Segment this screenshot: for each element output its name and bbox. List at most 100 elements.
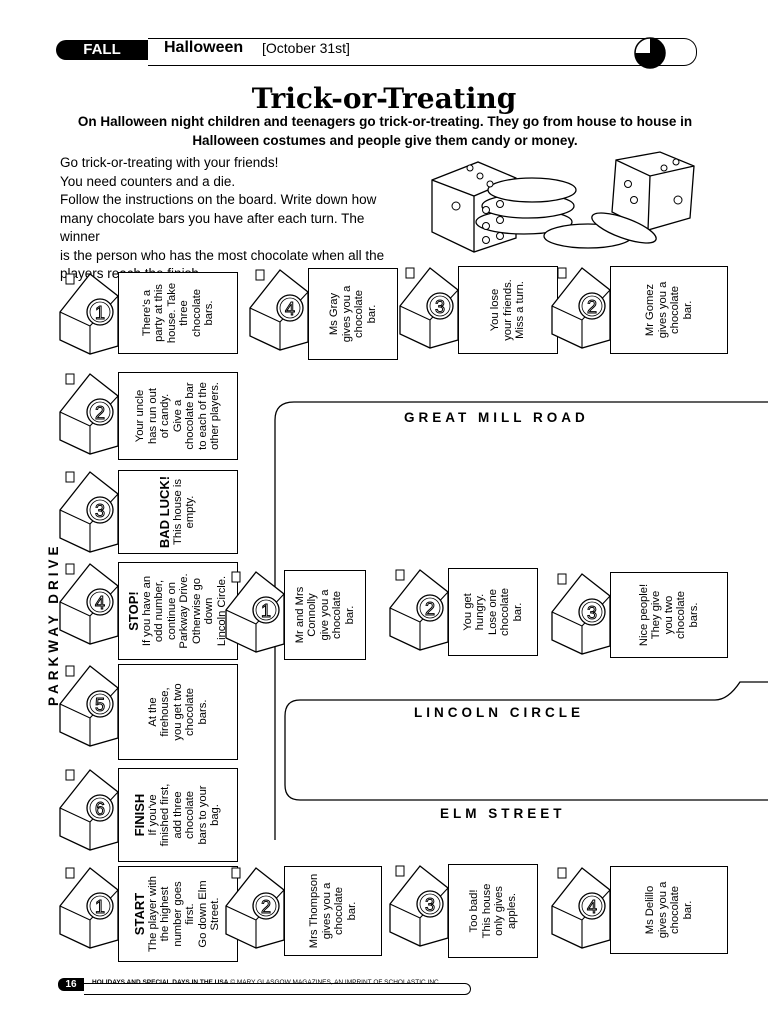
house-icon: 3 <box>59 471 119 553</box>
square-line: gives you a <box>656 881 669 939</box>
square-line: Give a <box>171 399 184 433</box>
intro-text: On Halloween night children and teenager… <box>77 114 693 148</box>
square-line: This house <box>480 883 493 939</box>
square-line: chocolate <box>669 286 681 334</box>
house-number: 4 <box>587 897 597 917</box>
square-line: odd number, <box>153 579 165 643</box>
instruction-line: is the person who has the most chocolate… <box>60 247 385 263</box>
house-icon: 3 <box>399 267 459 349</box>
square-line: Connolly <box>306 593 319 637</box>
square-line: only gives <box>493 886 505 936</box>
elm-street-label: ELM STREET <box>440 806 566 821</box>
square-line: continue on <box>165 582 178 640</box>
square-line: Too bad! <box>468 889 480 933</box>
square-line: house. Take <box>165 282 178 344</box>
house-icon: 2 <box>225 867 285 949</box>
square-line: Miss a turn. <box>514 281 527 339</box>
clock-icon <box>634 37 666 69</box>
square-line: chocolate <box>190 289 203 337</box>
square-line: bar. <box>365 304 378 324</box>
house-icon: 4 <box>551 867 611 949</box>
instruction-line: Go trick-or-treating with your friends! <box>60 155 279 170</box>
footer-title: HOLIDAYS AND SPECIAL DAYS IN THE USA <box>92 979 229 986</box>
square-line: Ms Gray <box>328 292 340 336</box>
square-line: bar. <box>345 901 358 921</box>
house-number: 3 <box>587 603 597 623</box>
page-title: Trick-or-Treating <box>251 82 517 115</box>
footer-text: HOLIDAYS AND SPECIAL DAYS IN THE USA © M… <box>92 979 441 986</box>
square-line: firehouse, <box>159 687 172 737</box>
square-line: There's a <box>140 289 153 337</box>
square-line: has run out <box>146 388 159 444</box>
square-line: hungry. <box>474 593 487 631</box>
square-line: bar. <box>681 900 694 920</box>
header-band <box>148 38 697 66</box>
square-line: Parkway Drive. <box>178 573 190 649</box>
square-line: chocolate <box>675 591 688 639</box>
square-line: you get two <box>171 683 184 741</box>
square-line: bag. <box>209 804 222 826</box>
instruction-line: Follow the instructions on the board. Wr… <box>60 192 377 207</box>
square-line: give you a <box>318 589 331 641</box>
square-line: gives you a <box>320 882 333 940</box>
square-line: down <box>203 597 215 625</box>
square-line: The player with <box>146 876 159 952</box>
house-icon: 2 <box>389 569 449 651</box>
footer-credit: © MARY GLASGOW MAGAZINES, AN IMPRINT OF … <box>230 979 441 986</box>
lincoln-circle-label: LINCOLN CIRCLE <box>414 705 584 720</box>
house-number: 4 <box>285 299 295 319</box>
square-line: finished first, <box>159 783 172 847</box>
square-line: first. <box>184 903 197 925</box>
house-number: 5 <box>95 695 105 715</box>
square-line: This house is <box>171 479 184 545</box>
house-icon: 2 <box>59 373 119 455</box>
great-mill-road-label: GREAT MILL ROAD <box>404 410 589 425</box>
square-heading: BAD LUCK! <box>157 475 173 549</box>
square-line: gives you a <box>340 285 353 343</box>
square-line: you two <box>662 595 675 635</box>
square-line: apples. <box>505 892 518 930</box>
square-line: number goes <box>171 881 184 947</box>
house-icon: 1 <box>59 273 119 355</box>
square-line: bars. <box>196 699 209 725</box>
square-line: gives you a <box>656 281 669 339</box>
topic-date: [October 31st] <box>262 40 350 56</box>
house-number: 3 <box>95 501 105 521</box>
square-line: bars. <box>203 300 215 326</box>
square-heading: FINISH <box>132 793 148 837</box>
house-number: 1 <box>261 601 271 621</box>
square-line: bars. <box>687 602 700 628</box>
instructions: Go trick-or-treating with your friends! … <box>60 154 400 284</box>
house-number: 1 <box>95 897 105 917</box>
square-line: chocolate <box>499 588 512 636</box>
square-line: Otherwise go <box>190 578 203 644</box>
square-line: bar. <box>343 605 356 625</box>
square-line: your friends. <box>501 279 514 341</box>
house-number: 3 <box>435 297 445 317</box>
house-icon: 1 <box>225 571 285 653</box>
square-line: bar. <box>681 300 694 320</box>
square-line: bar. <box>511 602 524 622</box>
square-heading: START <box>132 892 148 936</box>
square-line: add three <box>171 791 184 839</box>
house-icon: 2 <box>551 267 611 349</box>
square-line: Lose one <box>486 588 499 636</box>
